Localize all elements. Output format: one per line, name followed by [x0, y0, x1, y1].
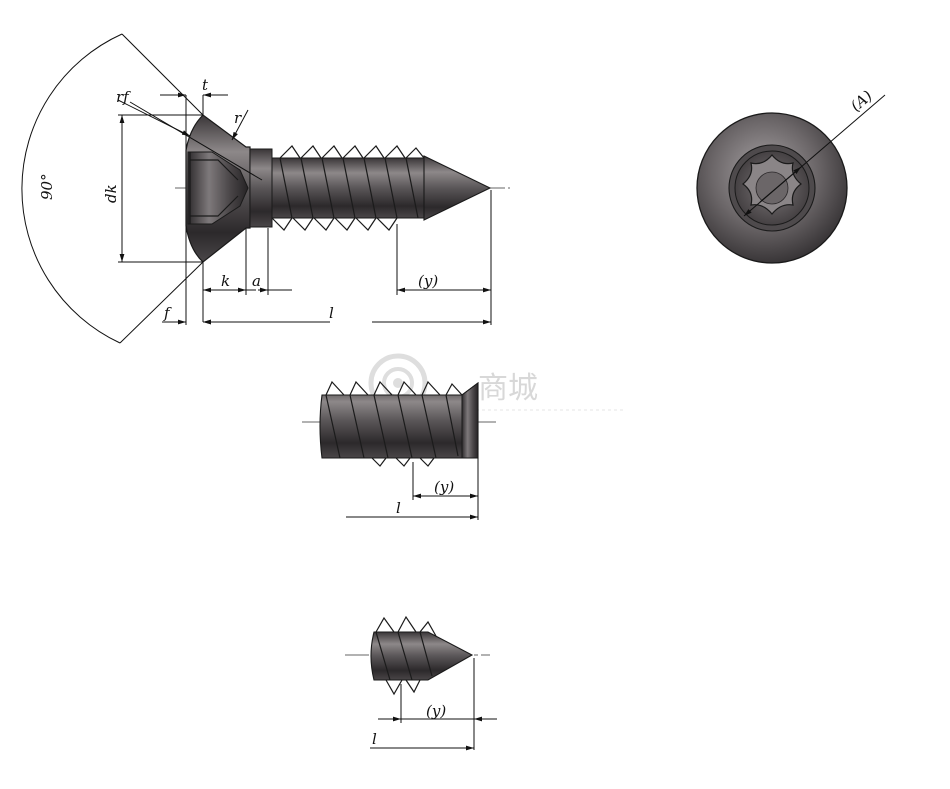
variant1-label-l: l	[396, 499, 401, 517]
label-t: t	[202, 76, 209, 94]
recess-section	[187, 151, 249, 225]
screw-neck	[249, 148, 273, 228]
variant2-label-y: (y)	[426, 702, 446, 720]
flat-end-threads	[325, 380, 463, 467]
label-r: r	[234, 109, 242, 127]
thread-crests	[271, 145, 425, 231]
variant2-label-l: l	[372, 730, 377, 748]
cone-point	[423, 155, 492, 221]
short-cone-threads	[375, 615, 437, 696]
label-90-degree: 90°	[38, 173, 56, 200]
variant-flat-end: (y) l	[302, 380, 498, 520]
main-view: 90° t r rf dk k a f	[21, 33, 510, 344]
label-y: (y)	[418, 272, 438, 290]
threaded-shank	[271, 157, 425, 219]
flat-end-chamfer	[461, 382, 479, 459]
angle-arc	[21, 33, 123, 344]
variant-short-cone: (y) l	[345, 615, 497, 751]
end-view: (A)	[696, 87, 886, 264]
short-cone-body	[370, 631, 474, 681]
label-rf: rf	[116, 88, 131, 106]
label-l: l	[329, 304, 334, 322]
watermark-text: 商城	[478, 371, 538, 406]
label-f: f	[163, 304, 172, 322]
label-dk: dk	[102, 184, 120, 203]
label-a: a	[252, 272, 261, 290]
variant1-label-y: (y)	[434, 478, 454, 496]
label-k: k	[221, 272, 230, 290]
label-A: (A)	[847, 87, 876, 115]
